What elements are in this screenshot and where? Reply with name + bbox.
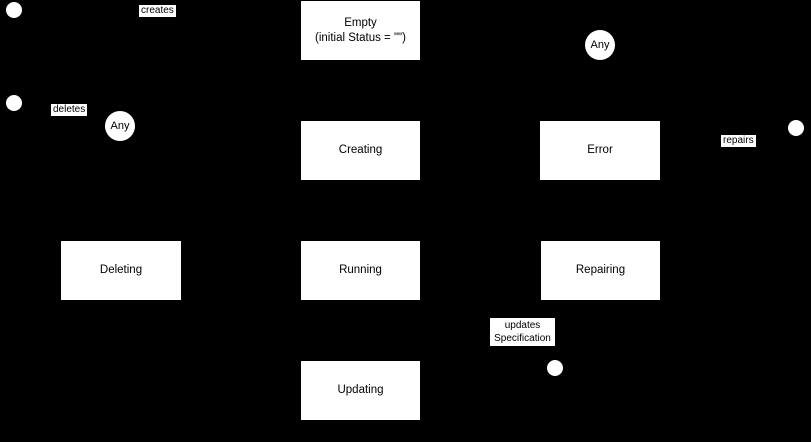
state-empty-subtitle: (initial Status = "") [315,31,406,44]
state-creating: Creating [301,121,420,180]
state-running-label: Running [339,264,382,276]
start-node-left [6,95,22,111]
edge-label-updates-specification: updates Specification [490,318,555,346]
state-repairing-label: Repairing [575,264,626,276]
edge-label-repairs: repairs [721,135,756,147]
state-running: Running [301,241,420,300]
state-deleting: Deleting [61,241,181,300]
end-node-right [788,120,804,136]
state-deleting-label: Deleting [99,264,143,276]
state-empty-title: Empty [344,16,377,29]
any-state-label-right: Any [590,39,610,51]
state-creating-label: Creating [338,144,383,156]
edge-label-creates: creates [139,5,176,17]
start-node-top-left [6,2,22,18]
end-node-bottom [547,360,563,376]
any-state-label-left: Any [110,120,130,132]
any-state-node-right: Any [585,30,615,60]
state-repairing: Repairing [541,241,660,300]
state-updating: Updating [301,361,420,420]
edge-label-updates-line1: updates [504,320,541,331]
edge-label-updates-line2: Specification [494,333,551,344]
edge-label-deletes: deletes [51,104,88,116]
state-error-label: Error [587,144,613,156]
any-state-node-left: Any [105,111,135,141]
state-error: Error [540,121,660,180]
state-updating-label: Updating [337,384,384,396]
state-empty: Empty (initial Status = "") [301,1,420,60]
